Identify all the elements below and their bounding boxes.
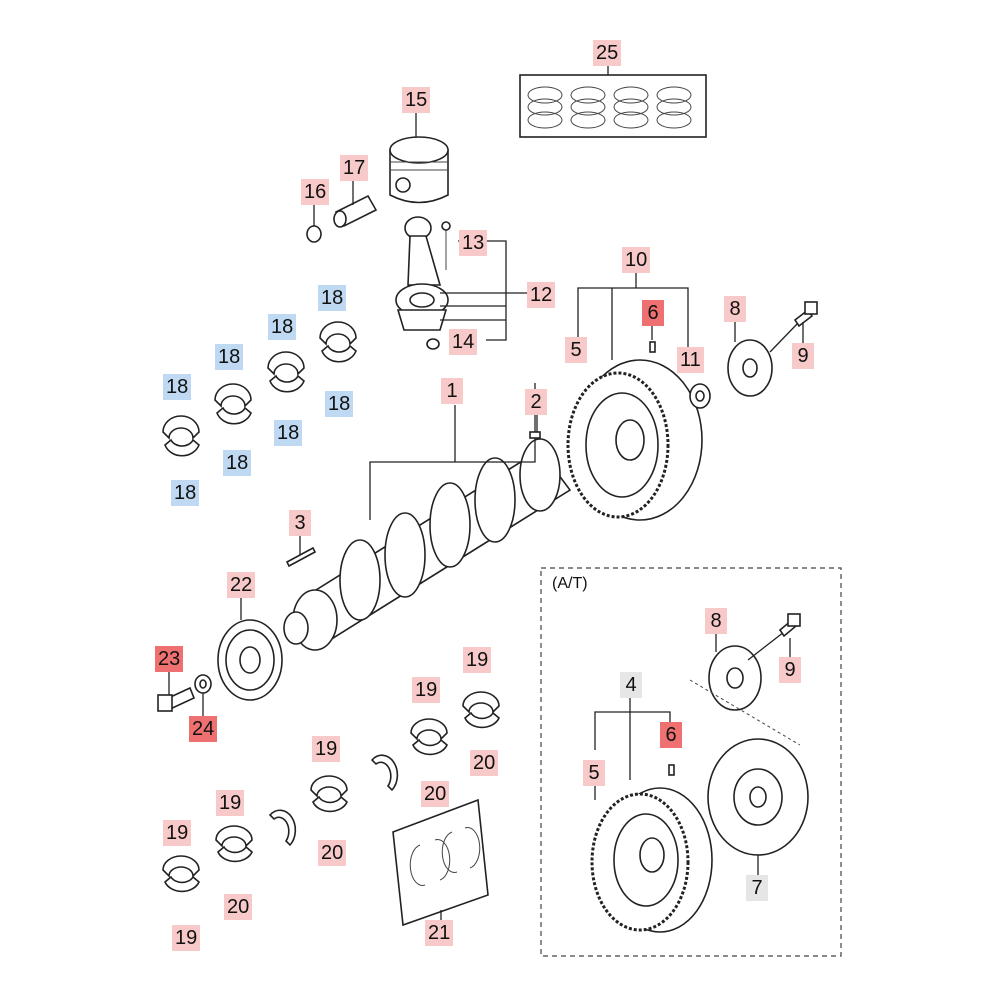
callout-9b: 9 xyxy=(779,657,801,683)
flywheel-mt xyxy=(566,273,711,521)
flex-plate xyxy=(707,738,809,875)
callout-25: 25 xyxy=(593,40,622,66)
piston xyxy=(389,112,449,204)
callout-20b: 20 xyxy=(421,781,450,807)
callout-4: 4 xyxy=(620,672,642,698)
callout-2: 2 xyxy=(525,389,547,415)
pulley-washer xyxy=(194,674,212,716)
flywheel-bolt-at xyxy=(778,613,801,657)
crankshaft-key xyxy=(529,413,541,439)
callout-15: 15 xyxy=(402,87,431,113)
crankshaft xyxy=(283,383,572,651)
flywheel-at xyxy=(590,690,713,933)
drive-plate-upper xyxy=(727,318,799,397)
callout-18b: 18 xyxy=(268,314,297,340)
callout-18d: 18 xyxy=(163,374,192,400)
crankshaft-pulley xyxy=(217,598,283,701)
callout-1: 1 xyxy=(441,378,463,404)
callout-18g: 18 xyxy=(223,450,252,476)
callout-8b: 8 xyxy=(705,608,727,634)
at-section-box xyxy=(540,567,842,957)
callout-11: 11 xyxy=(677,347,704,373)
piston-pin-clip xyxy=(306,203,322,243)
callout-5b: 5 xyxy=(583,760,605,786)
crankshaft-pin xyxy=(285,535,317,568)
piston-ring-set xyxy=(519,63,707,138)
callout-19a: 19 xyxy=(463,647,492,673)
callout-20d: 20 xyxy=(224,894,253,920)
callout-6a: 6 xyxy=(642,300,664,326)
callout-18h: 18 xyxy=(171,480,200,506)
callout-22: 22 xyxy=(227,572,256,598)
callout-23: 23 xyxy=(155,646,184,672)
callout-18e: 18 xyxy=(325,391,354,417)
callout-16: 16 xyxy=(301,179,330,205)
flywheel-bolt-upper xyxy=(793,301,818,343)
callout-3: 3 xyxy=(289,510,311,536)
drive-plate-at xyxy=(689,631,801,746)
callout-13: 13 xyxy=(459,230,488,256)
callout-20a: 20 xyxy=(470,750,499,776)
callout-18f: 18 xyxy=(274,420,303,446)
callout-19d: 19 xyxy=(216,790,245,816)
callout-12: 12 xyxy=(527,282,556,308)
callout-24: 24 xyxy=(189,716,218,742)
callout-17: 17 xyxy=(340,155,369,181)
callout-8a: 8 xyxy=(724,296,746,322)
callout-20c: 20 xyxy=(318,840,347,866)
callout-19e: 19 xyxy=(163,820,192,846)
thrust-washer-set xyxy=(392,798,489,927)
callout-19f: 19 xyxy=(172,925,201,951)
callout-5a: 5 xyxy=(565,337,587,363)
callout-6b: 6 xyxy=(660,722,682,748)
callout-9a: 9 xyxy=(792,343,814,369)
callout-19b: 19 xyxy=(412,677,441,703)
connecting-rod xyxy=(395,216,530,350)
callout-18a: 18 xyxy=(318,285,347,311)
callout-18c: 18 xyxy=(215,344,244,370)
callout-14: 14 xyxy=(449,329,478,355)
upper-main-bearings xyxy=(162,321,357,457)
conrod-bearings xyxy=(162,691,500,893)
callout-7: 7 xyxy=(746,875,768,901)
at-section-label: (A/T) xyxy=(552,575,588,592)
pulley-bolt xyxy=(157,672,196,712)
callout-10: 10 xyxy=(622,247,651,273)
callout-19c: 19 xyxy=(312,736,341,762)
piston-pin xyxy=(333,180,378,228)
callout-21: 21 xyxy=(425,920,454,946)
